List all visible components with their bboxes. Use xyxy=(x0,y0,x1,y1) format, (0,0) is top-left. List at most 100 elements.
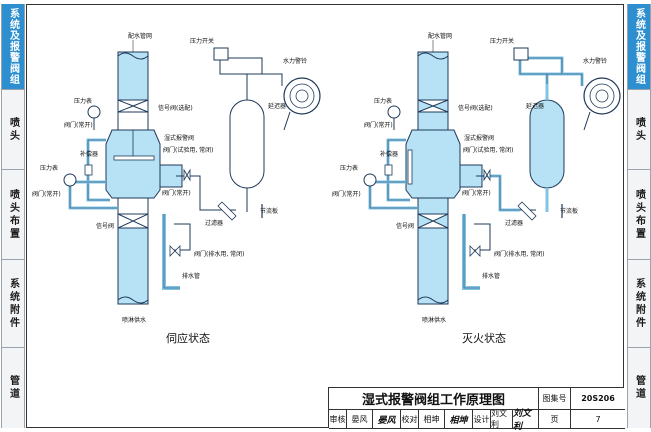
riser-pipe-bottom xyxy=(117,227,149,305)
label-compensator: 补偿器 xyxy=(380,150,398,158)
label-pressure-gauge-bottom: 压力表 xyxy=(340,164,358,172)
page-label: 页 xyxy=(539,410,571,429)
pressure-gauge-top-icon xyxy=(387,105,401,119)
label-drain-pipe: 排水管 xyxy=(182,272,200,280)
sidebar-tab-system[interactable]: 系统及报警阀组 xyxy=(628,4,650,90)
label-pressure-gauge-bottom: 压力表 xyxy=(40,164,58,172)
sidebar-tab-system[interactable]: 系统及报警阀组 xyxy=(2,4,24,90)
label-test-valve: 阀门(试验用, 常闭) xyxy=(163,146,214,154)
riser-pipe-top xyxy=(417,51,449,101)
label-alarm-valve: 湿式报警阀 xyxy=(464,134,494,142)
design-signature: 刘文利 xyxy=(513,409,539,432)
sidebar-tab-pipe[interactable]: 管道 xyxy=(628,348,650,428)
label-pressure-switch: 压力开关 xyxy=(190,37,214,45)
sidebar-tab-accessories[interactable]: 系统附件 xyxy=(628,260,650,348)
sidebar-tab-sprinkler[interactable]: 喷头 xyxy=(628,90,650,170)
sidebar-tab-layout[interactable]: 喷头布置 xyxy=(2,170,24,260)
design-name: 刘文利 xyxy=(491,409,513,429)
test-valve-icon xyxy=(183,168,191,182)
sidebar-tab-pipe[interactable]: 管道 xyxy=(2,348,24,428)
label-retarding-chamber: 延迟器 xyxy=(268,102,286,110)
compensator-icon xyxy=(84,164,93,176)
signal-valve-bottom-icon xyxy=(117,213,149,229)
check-signature: 相坤 xyxy=(445,410,473,429)
label-valve-open-mid: 阀门(常开) xyxy=(32,190,61,198)
label-orifice: 节流板 xyxy=(260,207,278,215)
diagram-firefighting: 配水管网 压力开关 水力警铃 压力表 阀门(常开) 信号阀(选配) 延迟器 湿式… xyxy=(332,32,621,345)
label-signal-valve-top: 信号阀(选配) xyxy=(458,104,493,112)
label-strainer: 过滤器 xyxy=(205,219,223,227)
signal-valve-top-icon xyxy=(417,99,449,113)
compensator-icon xyxy=(384,164,393,176)
sidebar-tab-label: 系统附件 xyxy=(7,277,19,330)
label-orifice: 节流板 xyxy=(560,207,578,215)
label-supply-network: 配水管网 xyxy=(428,32,452,40)
sidebar-tab-label: 管道 xyxy=(7,375,19,401)
pressure-switch-icon xyxy=(513,47,529,61)
label-pressure-gauge-top: 压力表 xyxy=(374,97,392,105)
label-water-bell: 水力警铃 xyxy=(583,57,607,65)
title-block: 湿式报警阀组工作原理图 图集号 20S206 审核 晏风 晏风 校对 相坤 相坤… xyxy=(328,387,625,432)
design-label: 设计 xyxy=(473,410,491,429)
sidebar-tab-label: 管道 xyxy=(633,375,645,401)
drain-valve-icon xyxy=(469,245,481,257)
label-alarm-valve: 湿式报警阀 xyxy=(164,134,194,142)
drawing-frame xyxy=(26,4,624,428)
strainer-icon xyxy=(517,201,537,221)
label-pressure-gauge-top: 压力表 xyxy=(74,97,92,105)
label-supply-network: 配水管网 xyxy=(128,32,152,40)
review-name: 晏风 xyxy=(347,410,373,429)
strainer-icon xyxy=(217,201,237,221)
label-signal-valve-bottom: 信号阀 xyxy=(96,222,114,230)
pressure-gauge-top-icon xyxy=(87,105,101,119)
sidebar-tab-label: 喷头布置 xyxy=(633,188,645,241)
valve-clapper-open xyxy=(407,149,413,185)
label-drain-valve: 阀门(排水用, 常闭) xyxy=(194,250,245,258)
pressure-gauge-bottom-icon xyxy=(363,173,377,187)
label-valve-open-top: 阀门(常开) xyxy=(364,121,393,129)
label-strainer: 过滤器 xyxy=(505,219,523,227)
test-valve-icon xyxy=(483,168,491,182)
pressure-switch-icon xyxy=(213,47,229,61)
drain-valve-icon xyxy=(169,245,181,257)
alarm-valve-body xyxy=(405,129,461,199)
signal-valve-top-icon xyxy=(117,99,149,113)
sidebar-tab-label: 系统及报警阀组 xyxy=(633,8,645,85)
diagram-standby: 配水管网 压力开关 水力警铃 压力表 阀门(常开) 信号阀(选配) 延迟器 湿式… xyxy=(32,32,321,345)
label-valve-open-low: 阀门(常开) xyxy=(162,189,191,197)
label-sprinkler-supply: 喷淋供水 xyxy=(422,316,446,324)
label-pressure-switch: 压力开关 xyxy=(490,37,514,45)
signal-valve-bottom-icon xyxy=(417,213,449,229)
review-label: 审核 xyxy=(329,410,347,429)
sidebar-tab-sprinkler[interactable]: 喷头 xyxy=(2,90,24,170)
retarding-chamber xyxy=(529,99,565,189)
sidebar-tab-label: 喷头布置 xyxy=(7,188,19,241)
sidebar-tab-layout[interactable]: 喷头布置 xyxy=(628,170,650,260)
right-sidebar: 系统及报警阀组 喷头 喷头布置 系统附件 管道 xyxy=(627,4,651,428)
check-name: 相坤 xyxy=(419,410,445,429)
label-signal-valve-top: 信号阀(选配) xyxy=(158,104,193,112)
sidebar-tab-label: 喷头 xyxy=(7,116,19,143)
review-signature: 晏风 xyxy=(373,410,401,429)
atlas-label: 图集号 xyxy=(539,388,571,410)
label-drain-pipe: 排水管 xyxy=(482,272,500,280)
check-label: 校对 xyxy=(401,410,419,429)
label-valve-open-mid: 阀门(常开) xyxy=(332,190,361,198)
atlas-number: 20S206 xyxy=(571,388,625,410)
left-sidebar: 系统及报警阀组 喷头 喷头布置 系统附件 管道 xyxy=(1,4,25,428)
retarding-chamber xyxy=(229,99,265,189)
label-water-bell: 水力警铃 xyxy=(283,57,307,65)
sidebar-tab-label: 喷头 xyxy=(633,116,645,143)
sidebar-tab-label: 系统及报警阀组 xyxy=(7,8,19,85)
caption-firefighting: 灭火状态 xyxy=(462,331,506,345)
label-valve-open-low: 阀门(常开) xyxy=(462,189,491,197)
riser-pipe-bottom xyxy=(417,227,449,305)
label-test-valve: 阀门(试验用, 常闭) xyxy=(463,146,514,154)
label-valve-open-top: 阀门(常开) xyxy=(64,121,93,129)
pressure-gauge-bottom-icon xyxy=(63,173,77,187)
label-compensator: 补偿器 xyxy=(80,150,98,158)
sidebar-tab-accessories[interactable]: 系统附件 xyxy=(2,260,24,348)
drawing-title: 湿式报警阀组工作原理图 xyxy=(329,388,539,410)
